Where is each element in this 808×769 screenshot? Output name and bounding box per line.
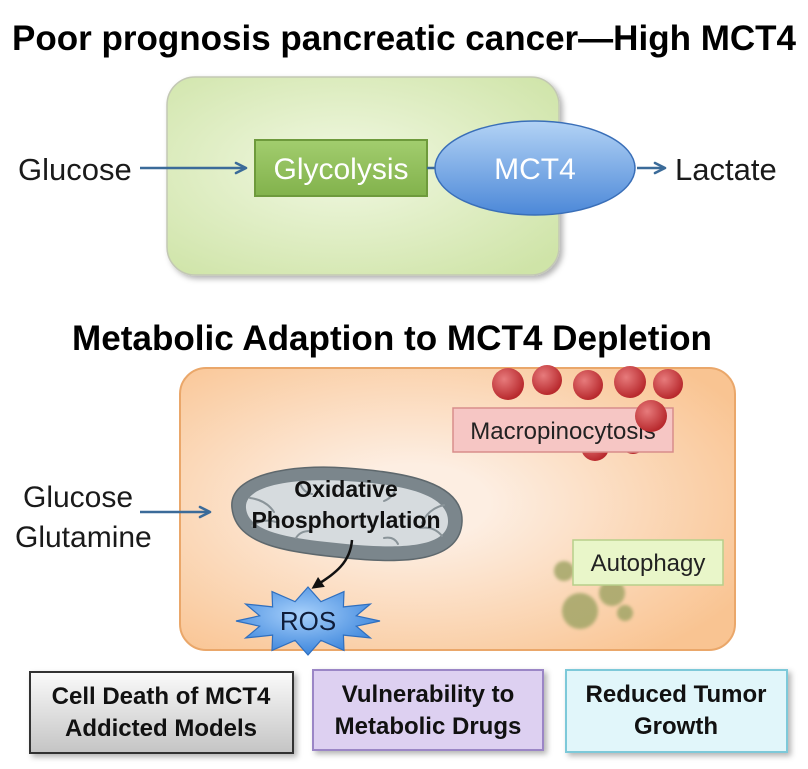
outcome-drug-vulnerability-line-1: Vulnerability to xyxy=(342,681,514,708)
lactate-output-label: Lactate xyxy=(675,152,777,187)
crista xyxy=(383,536,399,545)
crista xyxy=(299,481,313,495)
ros-label: ROS xyxy=(280,606,336,636)
vesicle xyxy=(532,365,562,395)
outcome-cell-death-line-2: Addicted Models xyxy=(65,715,257,742)
outcome-drug-vulnerability-line-2: Metabolic Drugs xyxy=(335,713,522,740)
glycolysis-label: Glycolysis xyxy=(273,153,408,186)
outcome-cell-death-line-1: Cell Death of MCT4 xyxy=(52,683,271,710)
autophagy-box xyxy=(572,539,724,586)
mitochondrion: Oxidative Phosphortylation xyxy=(231,466,463,562)
vesicle xyxy=(653,369,683,399)
outcome-reduced-growth-line-2: Growth xyxy=(634,713,718,740)
crista xyxy=(421,504,445,524)
vesicle xyxy=(635,400,667,432)
vesicle xyxy=(614,366,646,398)
outcome-box-cell-death xyxy=(29,671,294,754)
oxphos-to-ros-arrow xyxy=(311,539,354,589)
glycolysis-box xyxy=(254,139,428,197)
glucose-input-label: Glucose xyxy=(18,152,132,187)
macropinocytosis-label: Macropinocytosis xyxy=(470,418,655,445)
autophagosome xyxy=(562,593,598,629)
outcome-box-reduced-growth xyxy=(565,669,788,753)
outcome-box-drug-vulnerability xyxy=(312,669,544,751)
crista xyxy=(383,486,397,502)
ros-starburst xyxy=(235,586,381,656)
mitochondrion-inner-membrane xyxy=(245,480,449,547)
crista xyxy=(249,497,275,513)
oxidative-label: Oxidative xyxy=(294,476,398,502)
autophagosome xyxy=(617,605,633,621)
crista xyxy=(419,526,443,537)
outcome-reduced-growth-line-1: Reduced Tumor xyxy=(586,681,767,708)
glutamine-input-label: Glutamine xyxy=(15,521,152,554)
phosphortylation-label: Phosphortylation xyxy=(251,507,440,533)
vesicle xyxy=(492,368,524,400)
glucose-input-label-bottom: Glucose xyxy=(23,481,133,514)
mct4-transporter-ellipse xyxy=(434,120,636,216)
crista xyxy=(251,519,277,527)
autophagosome xyxy=(599,580,625,606)
crista xyxy=(295,530,311,539)
vesicle xyxy=(573,370,603,400)
mct4-label: MCT4 xyxy=(494,153,576,186)
macropinocytosis-vesicles-front xyxy=(492,365,683,432)
mitochondrion-cristae xyxy=(249,481,445,545)
top-title: Poor prognosis pancreatic cancer—High MC… xyxy=(12,19,797,58)
bottom-title: Metabolic Adaption to MCT4 Depletion xyxy=(72,319,712,358)
autophagosome xyxy=(554,561,574,581)
autophagosomes xyxy=(554,561,633,629)
autophagy-label: Autophagy xyxy=(591,550,706,577)
